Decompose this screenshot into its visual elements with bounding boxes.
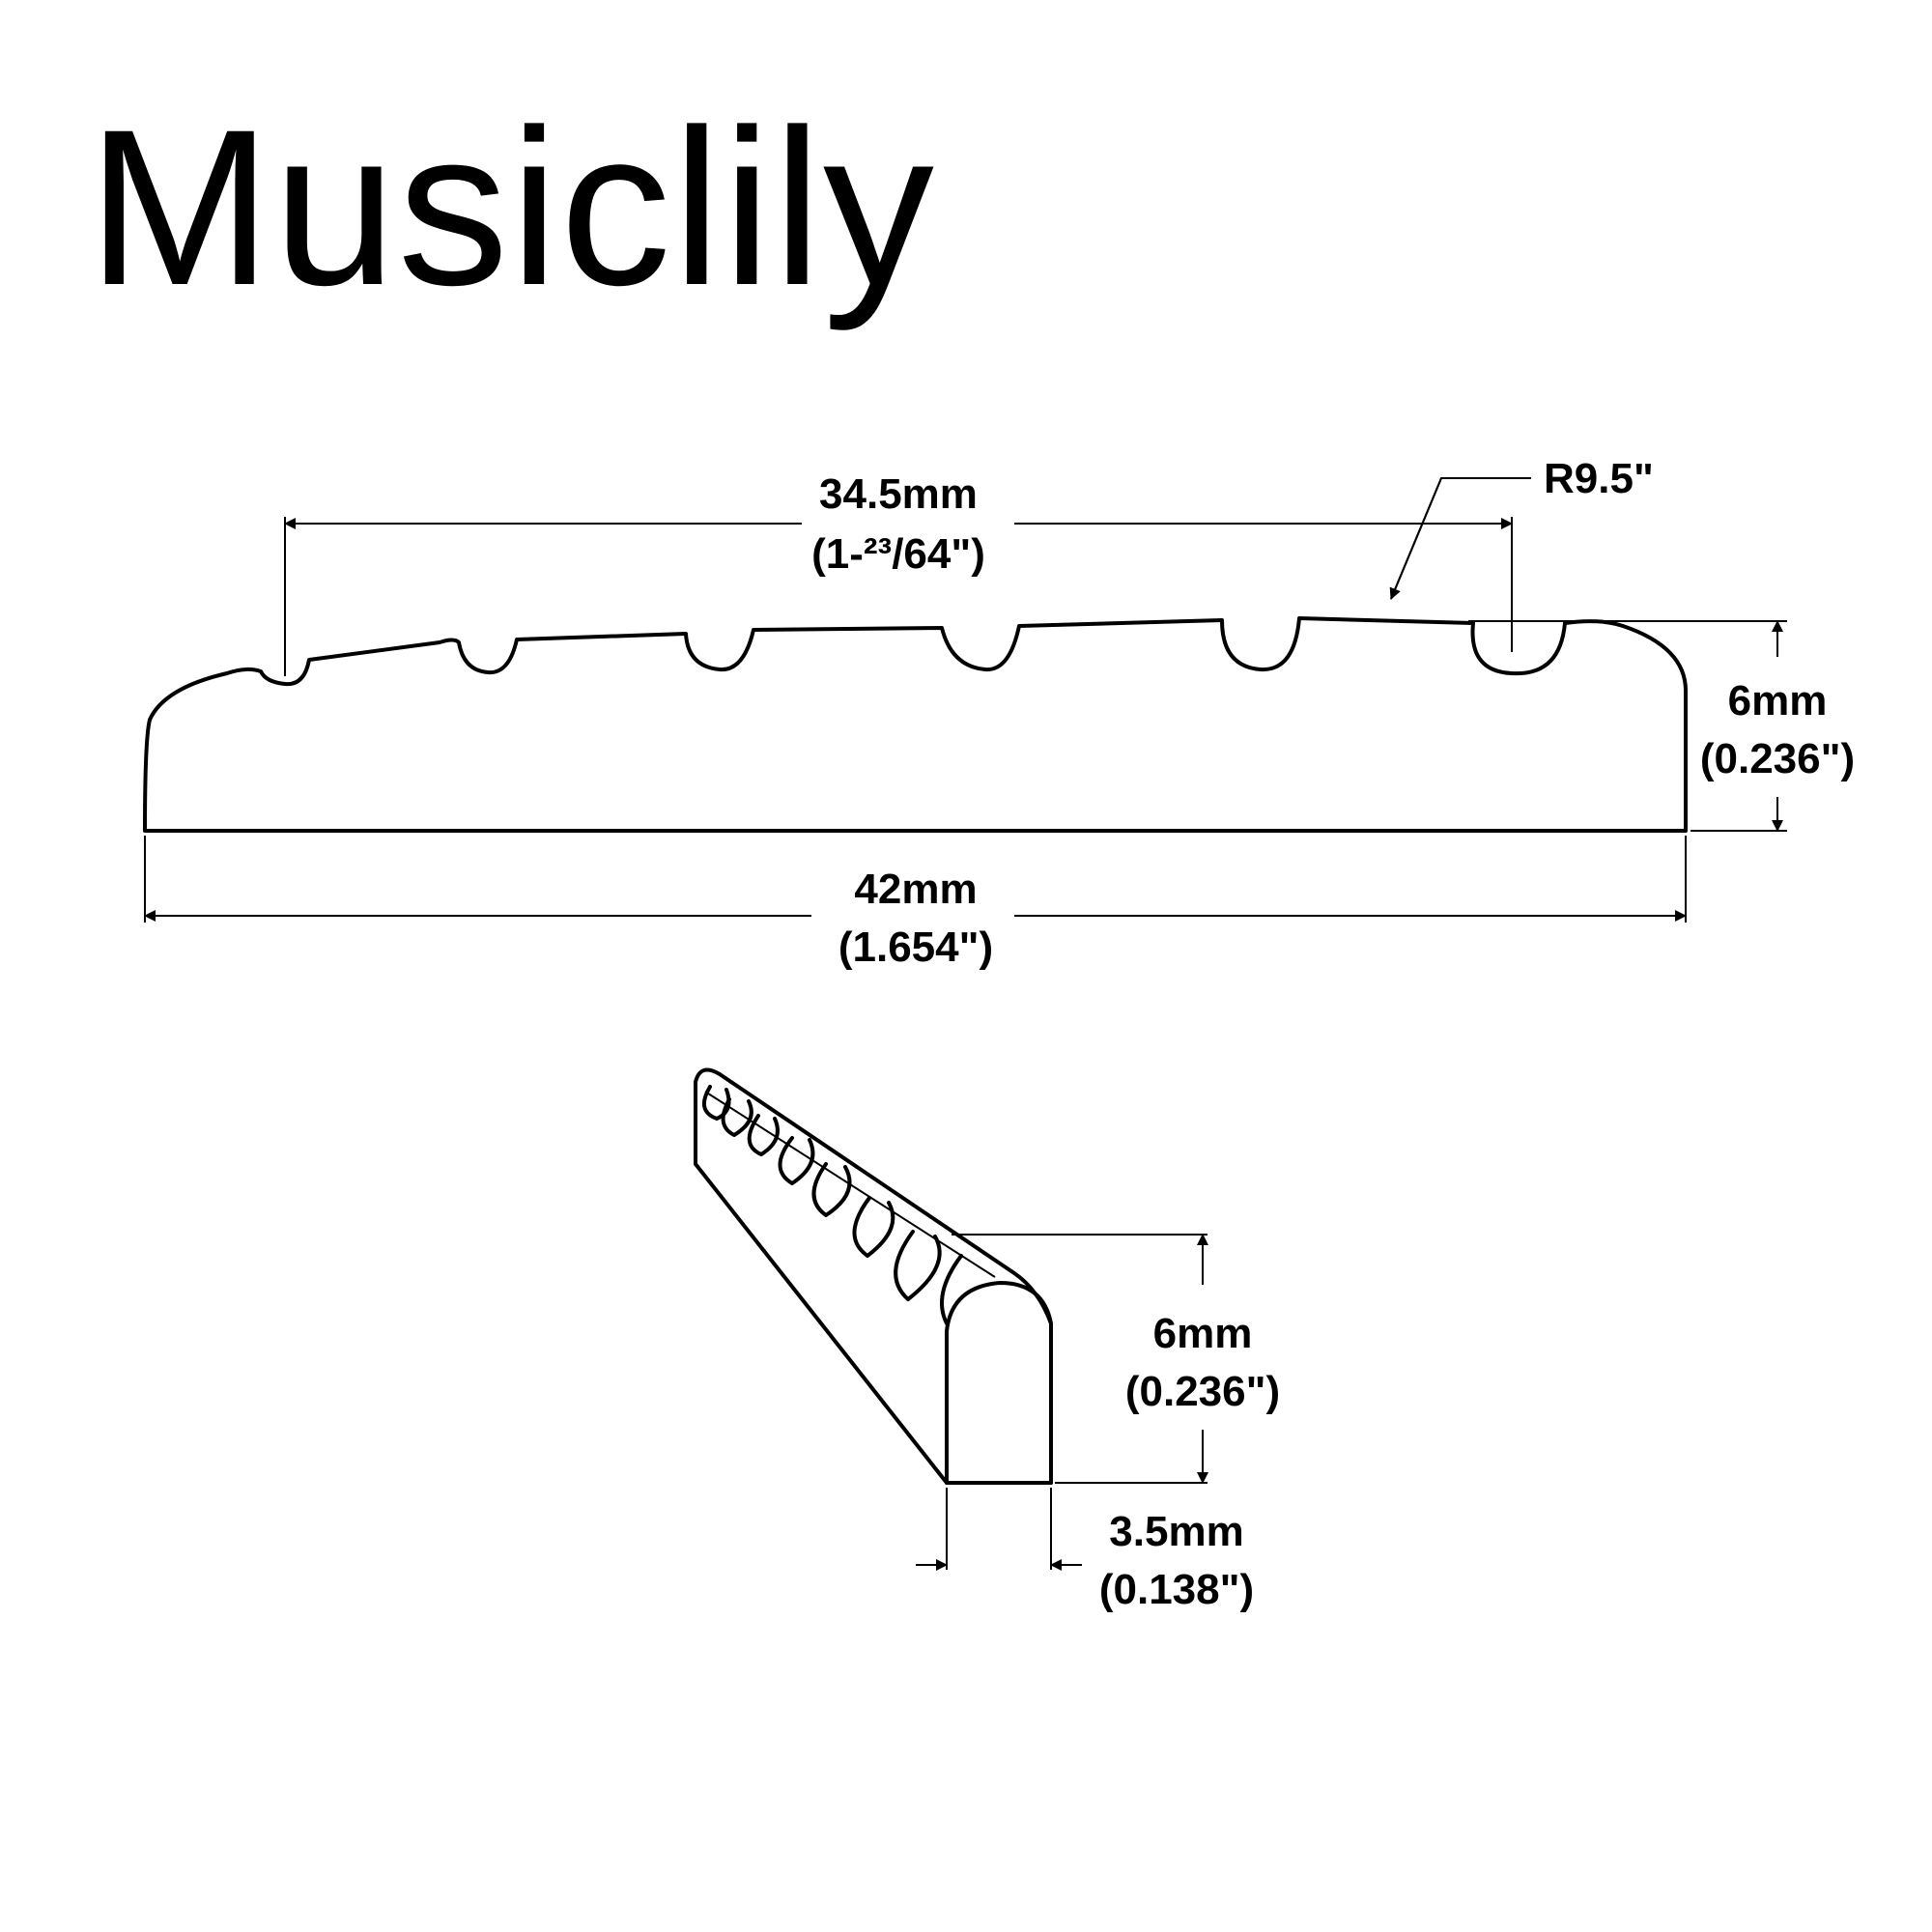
width-metric-label: 42mm: [854, 866, 977, 913]
thickness-imperial-label: (0.138"): [1099, 1566, 1254, 1613]
front-height-imperial-label: (0.236"): [1700, 735, 1855, 782]
side-height-imperial-label: (0.236"): [1125, 1368, 1280, 1415]
string-slot: [721, 1097, 753, 1137]
string-slot: [940, 1254, 963, 1325]
thickness-metric-label: 3.5mm: [1109, 1508, 1243, 1555]
string-slot: [778, 1136, 815, 1185]
side-view: 6mm (0.236") 3.5mm (0.138"): [694, 1067, 1280, 1613]
string-slot: [894, 1230, 942, 1301]
side-height-metric-label: 6mm: [1153, 1310, 1253, 1357]
string-slot: [811, 1162, 852, 1217]
width-imperial-label: (1.654"): [838, 923, 993, 971]
string-slots: [701, 1085, 963, 1325]
string-slot: [747, 1114, 780, 1156]
slot-ridge-line: [704, 1091, 996, 1278]
spacing-imperial-label: (1-²³/64"): [811, 530, 985, 578]
radius-leader-line: [1390, 477, 1531, 600]
string-slot: [852, 1196, 895, 1258]
nut-end-face: [945, 1281, 1053, 1485]
nut-front-outline: [143, 616, 1688, 833]
radius-label: R9.5": [1544, 455, 1654, 502]
brand-logo-text: Musiclily: [87, 83, 935, 331]
radius-leader-arrow: [1389, 477, 1442, 600]
front-view: 34.5mm (1-²³/64") R9.5" 6mm (0.236") 42m…: [143, 455, 1855, 971]
spacing-metric-label: 34.5mm: [819, 470, 978, 518]
front-height-metric-label: 6mm: [1728, 677, 1828, 724]
